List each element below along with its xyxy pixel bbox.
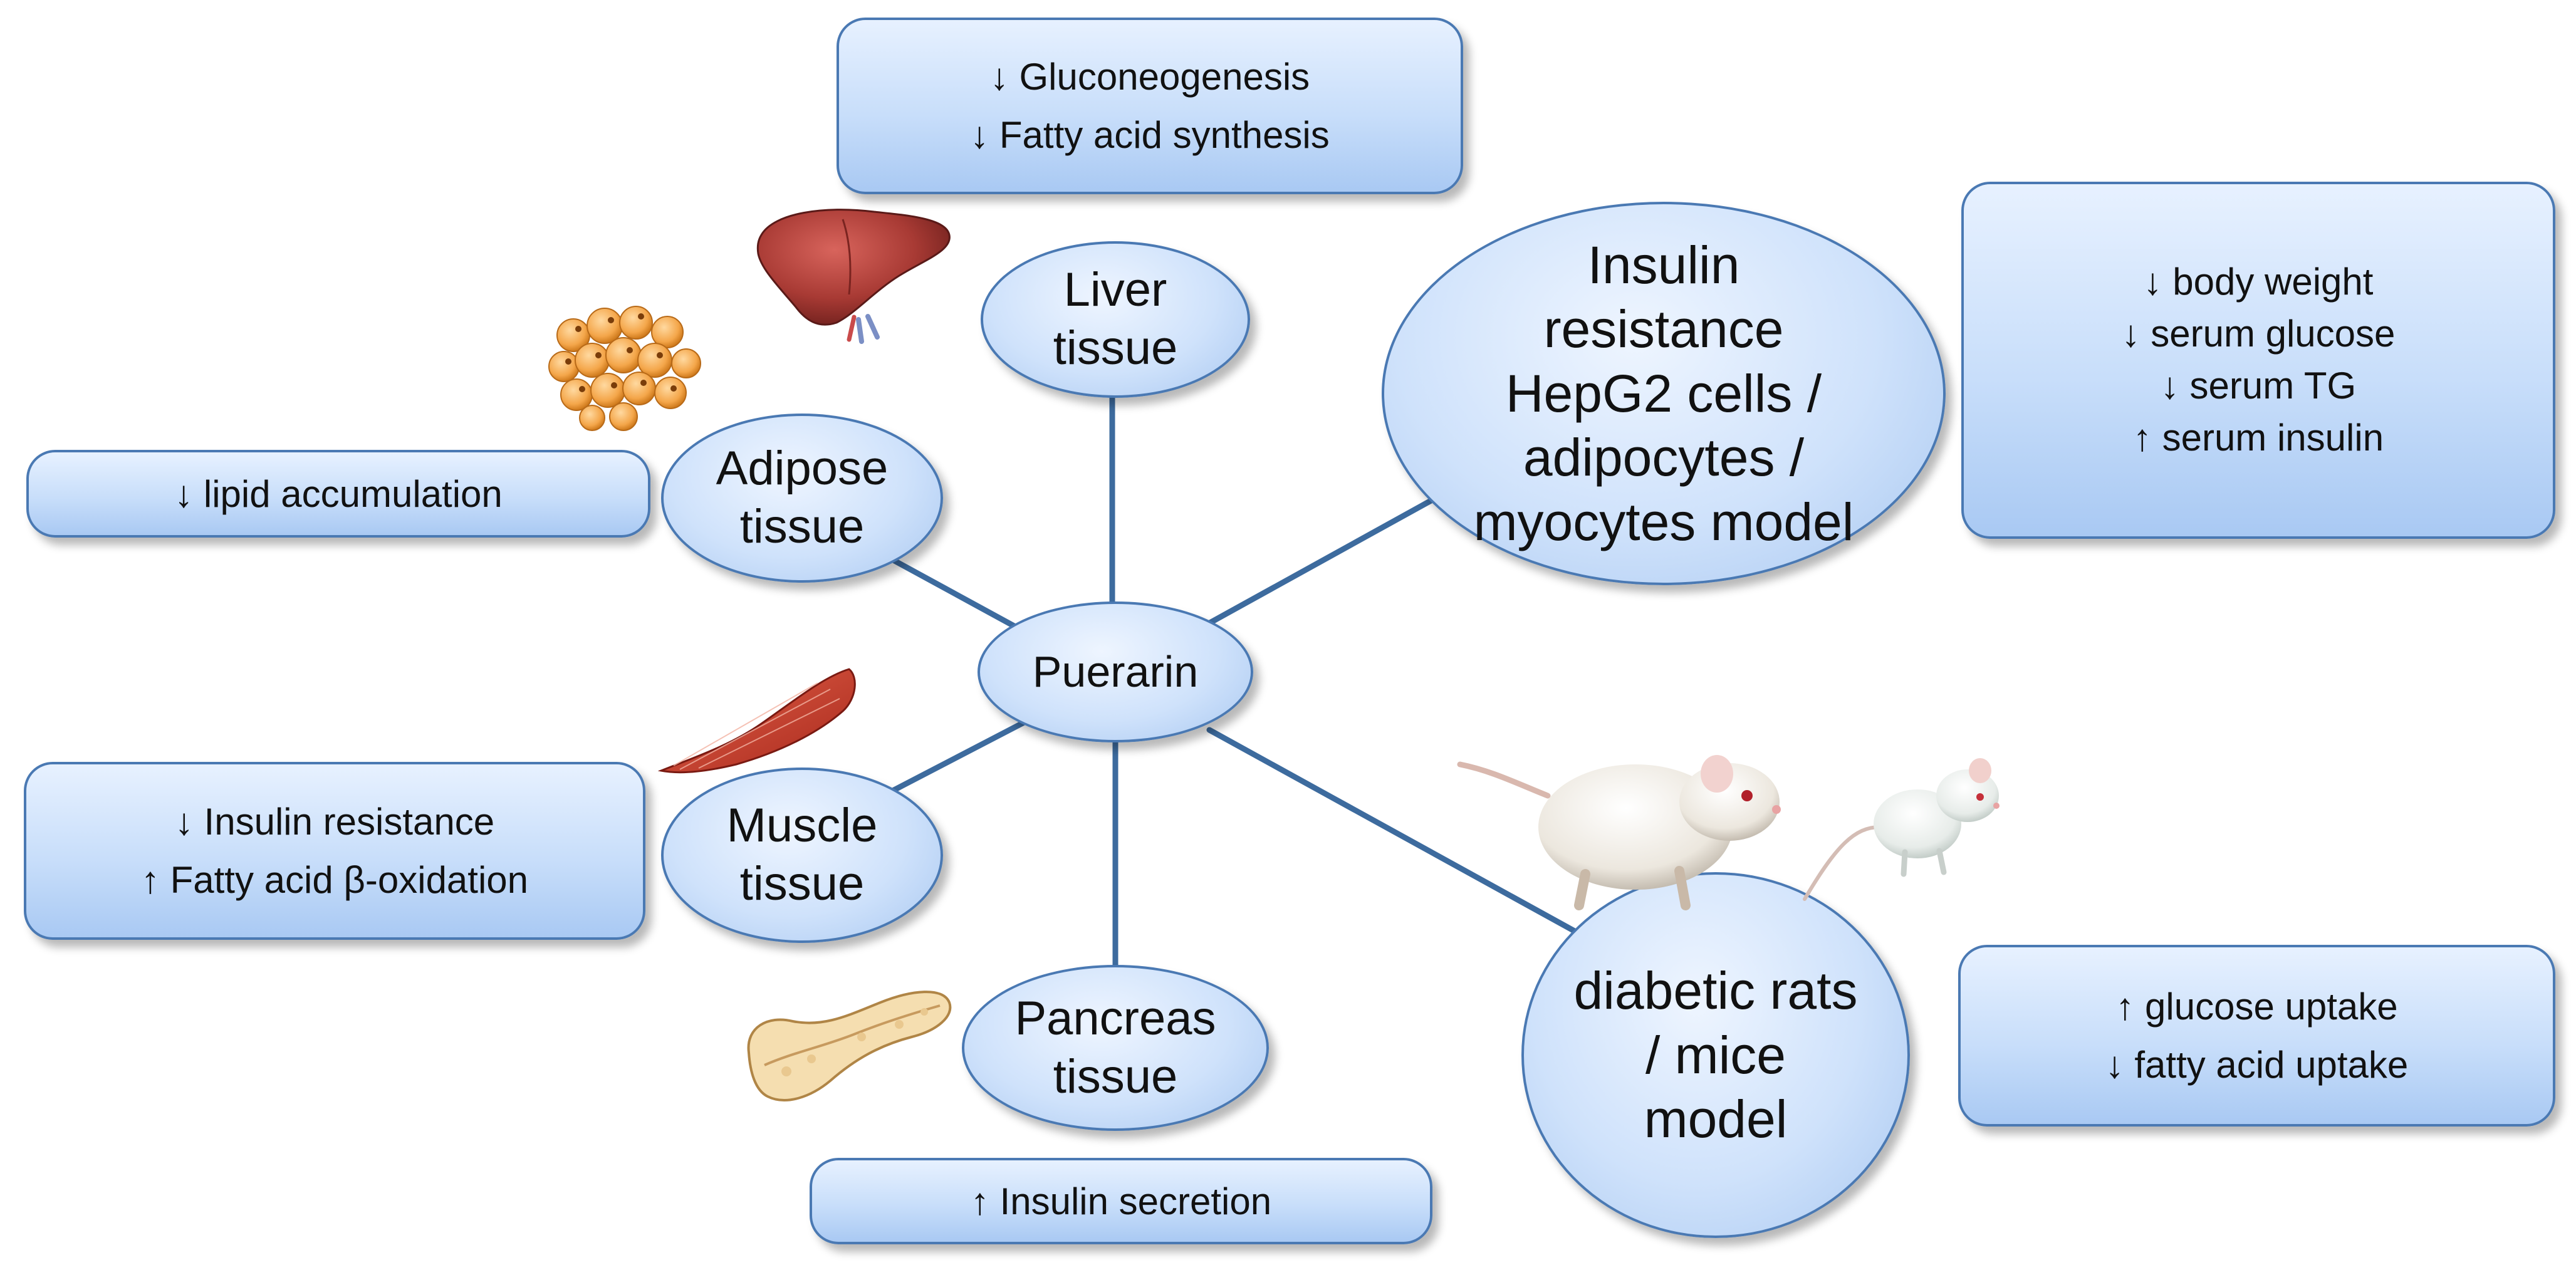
node-pancreas-line1: Pancreas: [1014, 991, 1216, 1045]
connector-muscle: [868, 717, 1031, 805]
effect-box-liver: ↓ Gluconeogenesis ↓ Fatty acid synthesis: [837, 18, 1463, 194]
node-muscle-line2: tissue: [739, 857, 865, 910]
node-liver: Liver tissue: [981, 241, 1250, 398]
effect-box-animals: ↑ glucose uptake ↓ fatty acid uptake: [1958, 945, 2555, 1127]
node-muscle: Muscle tissue: [661, 768, 943, 943]
node-pancreas-line2: tissue: [1053, 1049, 1178, 1103]
effect-cells-4: ↑ serum insulin: [2132, 416, 2384, 459]
effect-box-adipose: ↓ lipid accumulation: [26, 450, 650, 538]
effect-pancreas-1: ↑ Insulin secretion: [970, 1180, 1272, 1222]
effect-box-muscle: ↓ Insulin resistance ↑ Fatty acid β-oxid…: [24, 762, 645, 940]
node-animals-line2: / mice: [1645, 1025, 1786, 1085]
effect-muscle-2: ↑ Fatty acid β-oxidation: [140, 859, 529, 901]
mouse-icon: [1803, 758, 2000, 901]
effect-box-pancreas: ↑ Insulin secretion: [810, 1158, 1432, 1244]
fat-cells-icon: [548, 306, 701, 431]
node-animals-line3: model: [1644, 1090, 1788, 1149]
node-adipose-line2: tissue: [739, 500, 865, 553]
effect-liver-1: ↓ Gluconeogenesis: [989, 56, 1310, 98]
pancreas-icon: [747, 991, 952, 1101]
liver-icon: [756, 209, 951, 344]
effect-animals-1: ↑ glucose uptake: [2115, 986, 2398, 1028]
effect-cells-2: ↓ serum glucose: [2121, 313, 2396, 355]
node-cells-line1: Insulin: [1587, 235, 1740, 294]
node-liver-line2: tissue: [1053, 321, 1178, 375]
node-puerarin-label: Puerarin: [1032, 647, 1199, 696]
node-animal-model: diabetic rats / mice model: [1521, 872, 1910, 1238]
effect-cells-1: ↓ body weight: [2143, 261, 2374, 303]
node-pancreas: Pancreas tissue: [962, 965, 1269, 1131]
connector-adipose: [874, 548, 1018, 630]
node-muscle-line1: Muscle: [726, 799, 878, 853]
node-cells-line5: myocytes model: [1473, 492, 1854, 551]
node-liver-line1: Liver: [1063, 263, 1167, 317]
effect-animals-2: ↓ fatty acid uptake: [2105, 1044, 2409, 1086]
effect-muscle-1: ↓ Insulin resistance: [174, 801, 495, 843]
effect-liver-2: ↓ Fatty acid synthesis: [970, 114, 1330, 156]
muscle-icon: [657, 668, 856, 774]
node-cells-line4: adipocytes /: [1523, 428, 1805, 487]
effect-adipose-1: ↓ lipid accumulation: [174, 472, 503, 515]
node-cells-model: Insulin resistance HepG2 cells / adipocy…: [1382, 202, 1946, 585]
rat-icon: [1457, 755, 1781, 910]
effect-box-cells: ↓ body weight ↓ serum glucose ↓ serum TG…: [1961, 182, 2555, 539]
effect-cells-3: ↓ serum TG: [2160, 365, 2357, 407]
connector-cells: [1200, 492, 1444, 630]
node-animals-line1: diabetic rats: [1573, 961, 1858, 1021]
node-cells-line2: resistance: [1543, 299, 1784, 359]
node-adipose-line1: Adipose: [716, 442, 889, 496]
node-adipose: Adipose tissue: [661, 414, 943, 583]
connector-animals: [1206, 727, 1582, 937]
node-puerarin: Puerarin: [978, 601, 1253, 742]
node-cells-line3: HepG2 cells /: [1505, 363, 1822, 423]
